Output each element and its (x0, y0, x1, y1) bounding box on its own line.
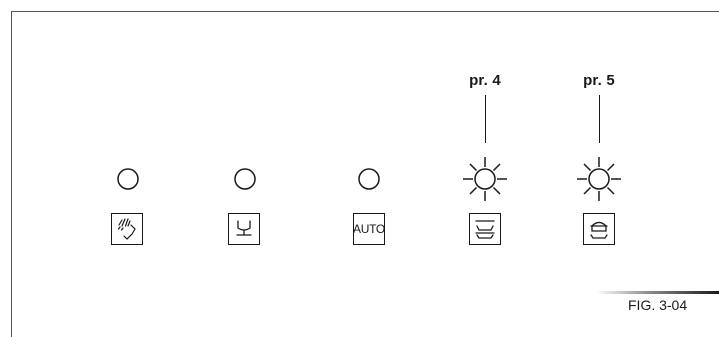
single-basket-icon (590, 221, 608, 239)
led-off-indicator (117, 168, 139, 190)
led-off-indicator (234, 168, 256, 190)
program-label-pr4: pr. 4 (469, 72, 501, 89)
program-label-pr5: pr. 5 (583, 72, 615, 89)
glass-button[interactable] (228, 213, 260, 245)
leader-line-pr5 (599, 95, 600, 143)
double-basket-icon (475, 220, 495, 239)
auto-button-label: AUTO (353, 222, 385, 236)
control-panel-frame (11, 11, 719, 337)
leader-line-pr4 (485, 95, 486, 143)
auto-button[interactable]: AUTO (353, 213, 385, 245)
program-4-button[interactable] (469, 213, 501, 245)
program-5-button[interactable] (583, 213, 615, 245)
led-off-indicator (358, 168, 380, 190)
figure-caption: FIG. 3-04 (628, 297, 688, 313)
spray-rinse-icon (117, 218, 136, 240)
caption-gradient-bar (596, 291, 719, 294)
led-on-indicator (577, 157, 621, 201)
glass-icon (236, 220, 252, 236)
led-on-indicator (463, 157, 507, 201)
prewash-button[interactable] (111, 213, 143, 245)
